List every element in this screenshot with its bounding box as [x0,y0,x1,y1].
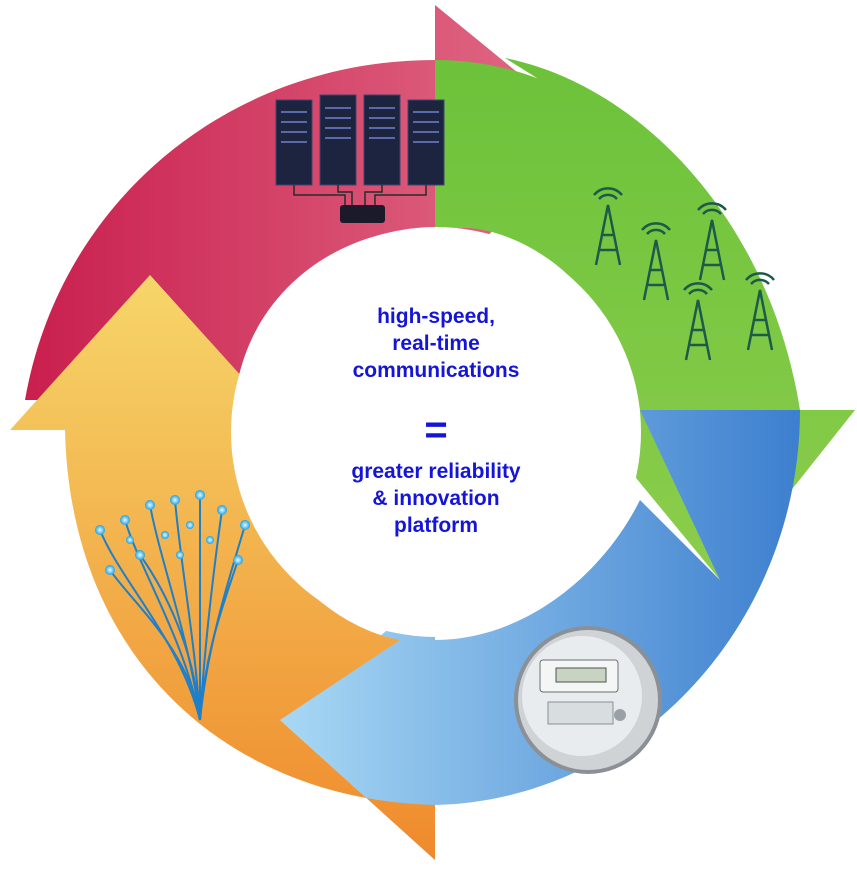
equals-sign: = [424,408,448,452]
caption-line-1: high-speed, [377,305,495,328]
result-line-1: greater reliability [351,460,521,483]
cell-tower-icon [593,187,775,361]
caption-line-3: communications [352,359,520,382]
fiber-optic-tips [95,490,250,575]
smart-meter-icon [514,626,662,774]
center-circle [231,227,641,637]
orange-arrow [10,275,435,860]
server-rack-icon [275,94,445,223]
center-result: greater reliability & innovation platfor… [300,458,572,539]
center-caption: high-speed, real-time communications [300,303,572,384]
fiber-optic-icon [99,495,246,721]
result-line-3: platform [394,514,478,537]
blue-arrow [280,410,800,860]
result-line-2: & innovation [372,487,500,510]
caption-line-2: real-time [392,332,480,355]
